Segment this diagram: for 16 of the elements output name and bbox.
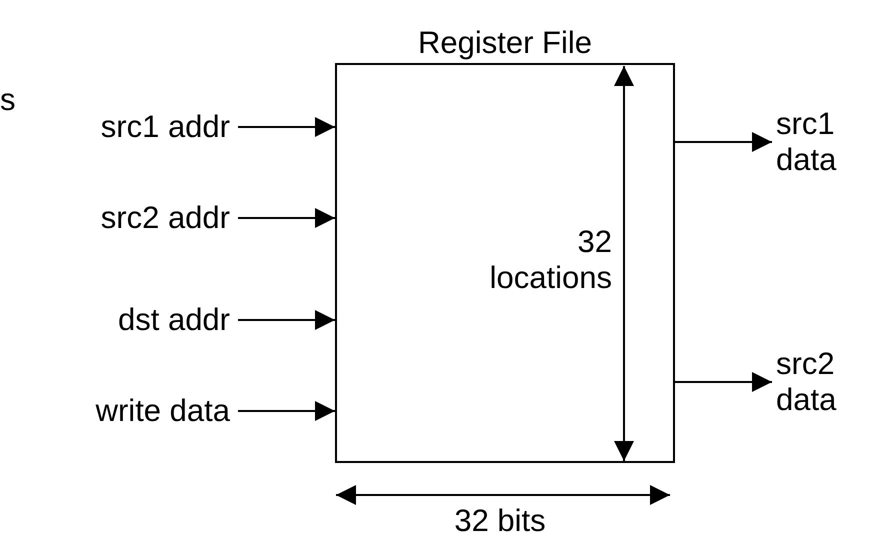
arrow: [238, 208, 335, 228]
dimension-label: 32 bits: [453, 503, 547, 539]
arrow: [238, 401, 335, 421]
dimension-label: 32 locations: [488, 224, 612, 296]
input-signal-label: src1 addr: [100, 109, 230, 145]
text-fragment: s: [0, 82, 16, 118]
input-signal-label: write data: [96, 393, 230, 429]
arrow: [238, 117, 335, 137]
arrow: [675, 372, 772, 392]
block-title: Register File: [417, 25, 593, 61]
arrow: [238, 310, 335, 330]
input-signal-label: src2 addr: [100, 200, 230, 236]
output-signal-label: src1 data: [776, 106, 876, 178]
output-signal-label: src2 data: [776, 346, 876, 418]
input-signal-label: dst addr: [118, 302, 230, 338]
arrow: [675, 132, 772, 152]
